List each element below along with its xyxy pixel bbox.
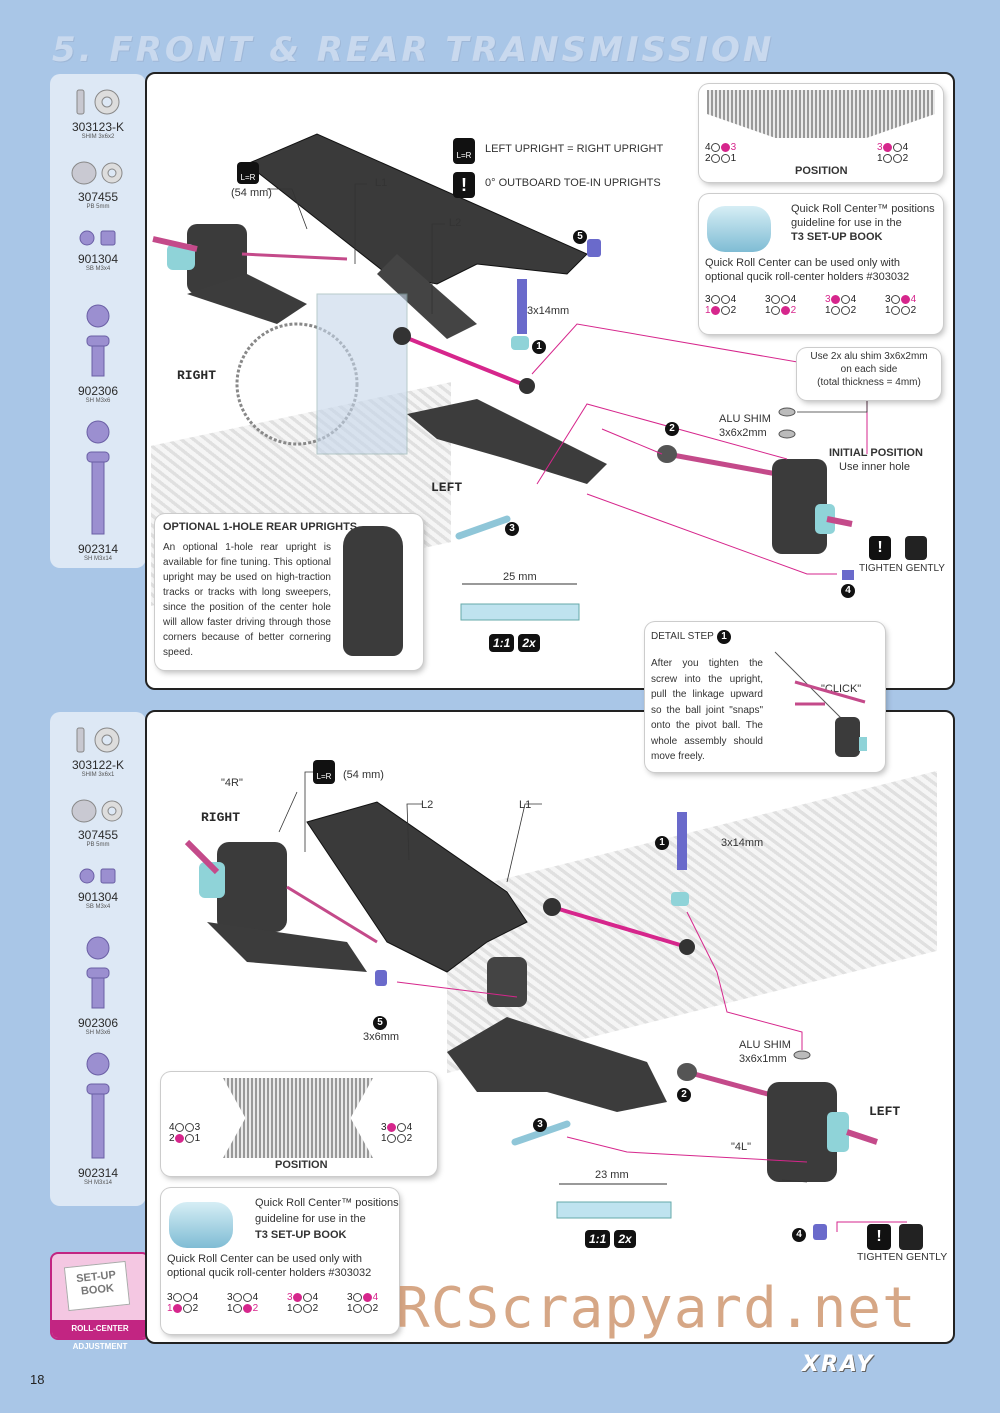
screw-long-icon — [86, 1052, 110, 1159]
shim-icon — [76, 89, 120, 115]
screw-long-icon — [86, 420, 110, 535]
inner-hole-label: Use inner hole — [839, 461, 910, 473]
4l-label: "4L" — [731, 1141, 752, 1153]
parts-item: 901304 SB M3x4 — [50, 866, 146, 911]
4r-label: "4R" — [221, 777, 243, 789]
tighten-label: TIGHTEN GENTLY — [859, 563, 945, 574]
length-label: (54 mm) — [231, 187, 272, 199]
tighten-label: TIGHTEN GENTLY — [857, 1251, 948, 1263]
pivot-ball-icon — [71, 161, 123, 185]
hex-wrench-icon — [899, 1224, 923, 1250]
pivot-ball-icon — [71, 799, 123, 823]
right-label: RIGHT — [201, 810, 241, 825]
rear-upright-image — [343, 526, 403, 656]
shim-icon — [76, 727, 120, 753]
page-number: 18 — [30, 1372, 45, 1387]
step-4-badge: 4 — [792, 1228, 806, 1242]
screw-icon — [86, 936, 110, 1009]
parts-item: 303123-K SHIM 3x6x2 — [50, 88, 146, 141]
alu-shim-label: ALU SHIM 3x6x2mm — [719, 413, 771, 439]
roll-center-holder-icon — [707, 206, 771, 252]
detail-illustration — [774, 651, 867, 757]
exclamation-icon: ! — [453, 172, 475, 198]
left-label: LEFT — [869, 1104, 901, 1119]
parts-item: 902306 SH M3x6 — [50, 936, 146, 1037]
parts-item: 901304 SB M3x4 — [50, 228, 146, 273]
left-label: LEFT — [431, 480, 463, 495]
screw-length-label: 3x14mm — [721, 837, 764, 849]
step-1-badge: 1 — [655, 836, 669, 850]
screw5-length-label: 3x6mm — [363, 1031, 400, 1043]
step-4-badge: 4 — [841, 584, 855, 598]
qrc-box: Quick Roll Center™ positions guideline f… — [161, 1188, 399, 1334]
brand-logo: XRAY — [802, 1352, 875, 1377]
shim-note-box: Use 2x alu shim 3x6x2mm on each side (to… — [797, 348, 941, 400]
qrc-box: Quick Roll Center™ positions guideline f… — [699, 194, 943, 334]
exclamation-icon: ! — [867, 1224, 891, 1250]
bottom-assembly-panel: "4R" L=R (54 mm) L2 L1 RIGHT LEFT 1 3x14… — [145, 710, 955, 1344]
step-2-badge: 2 — [677, 1088, 691, 1102]
parts-item: 902306 SH M3x6 — [50, 304, 146, 405]
lr-icon: L=R — [453, 138, 475, 164]
lr-icon: L=R — [313, 760, 335, 784]
screw-icon — [86, 304, 110, 377]
parts-item: 307455 PB 5mm — [50, 798, 146, 849]
optional-text: An optional 1-hole rear upright is avail… — [163, 542, 331, 658]
shock-tower-pattern — [223, 1078, 373, 1158]
length-label: (54 mm) — [343, 769, 384, 781]
l2-label: L2 — [421, 799, 434, 811]
parts-item: 307455 PB 5mm — [50, 160, 146, 211]
parts-item: 902314 SH M3x14 — [50, 420, 146, 563]
position-label: POSITION — [275, 1159, 328, 1171]
setup-book-icon: SET-UP BOOK — [63, 1260, 131, 1312]
l1-label: L1 — [375, 177, 388, 189]
right-label: RIGHT — [177, 368, 217, 383]
set-screw-icon — [79, 868, 116, 884]
page-title: 5. FRONT & REAR TRANSMISSION — [52, 30, 775, 70]
shock-tower-pattern — [707, 90, 935, 138]
bar-length-label: 25 mm — [503, 571, 537, 583]
position-label: POSITION — [795, 165, 848, 177]
set-screw-icon — [79, 230, 116, 246]
step-2-badge: 2 — [665, 422, 679, 436]
step-5-badge: 5 — [573, 230, 587, 244]
setup-book-sticker: SET-UP BOOK ROLL-CENTER ADJUSTMENT — [50, 1252, 150, 1351]
l1-label: L1 — [519, 799, 532, 811]
hex-wrench-icon — [905, 536, 927, 560]
top-assembly-illustration — [152, 133, 868, 621]
step-3-badge: 3 — [505, 522, 519, 536]
detail-step-box: DETAIL STEP 1 After you tighten the scre… — [645, 622, 885, 772]
step-5-badge: 5 — [373, 1016, 387, 1030]
l2-label: L2 — [449, 217, 462, 229]
roll-center-holder-icon — [169, 1202, 233, 1248]
optional-title: OPTIONAL 1-HOLE REAR UPRIGHTS — [163, 521, 358, 533]
bar-length-label: 23 mm — [595, 1169, 629, 1181]
initial-position-label: INITIAL POSITION — [829, 447, 923, 459]
bottom-parts-list: 303122-K SHIM 3x6x1 307455 PB 5mm 901304… — [50, 712, 146, 1206]
step-3-badge: 3 — [533, 1118, 547, 1132]
alu-shim-label: ALU SHIM 3x6x1mm — [739, 1039, 791, 1065]
top-parts-list: 303123-K SHIM 3x6x2 307455 PB 5mm 901304… — [50, 74, 146, 568]
roll-center-label: ROLL-CENTER ADJUSTMENT — [52, 1320, 148, 1351]
lr-icon: L=R — [237, 162, 259, 184]
parts-item: 902314 SH M3x14 — [50, 1052, 146, 1187]
watermark: RCScrapyard.net — [396, 1276, 917, 1341]
screw-length-label: 3x14mm — [527, 305, 570, 317]
exclamation-icon: ! — [869, 536, 891, 560]
step-1-badge: 1 — [532, 340, 546, 354]
optional-upright-box: OPTIONAL 1-HOLE REAR UPRIGHTS An optiona… — [155, 514, 423, 670]
top-assembly-panel: L=R LEFT UPRIGHT = RIGHT UPRIGHT ! 0° OU… — [145, 72, 955, 772]
parts-item: 303122-K SHIM 3x6x1 — [50, 726, 146, 779]
bottom-assembly-illustration — [184, 771, 907, 1240]
